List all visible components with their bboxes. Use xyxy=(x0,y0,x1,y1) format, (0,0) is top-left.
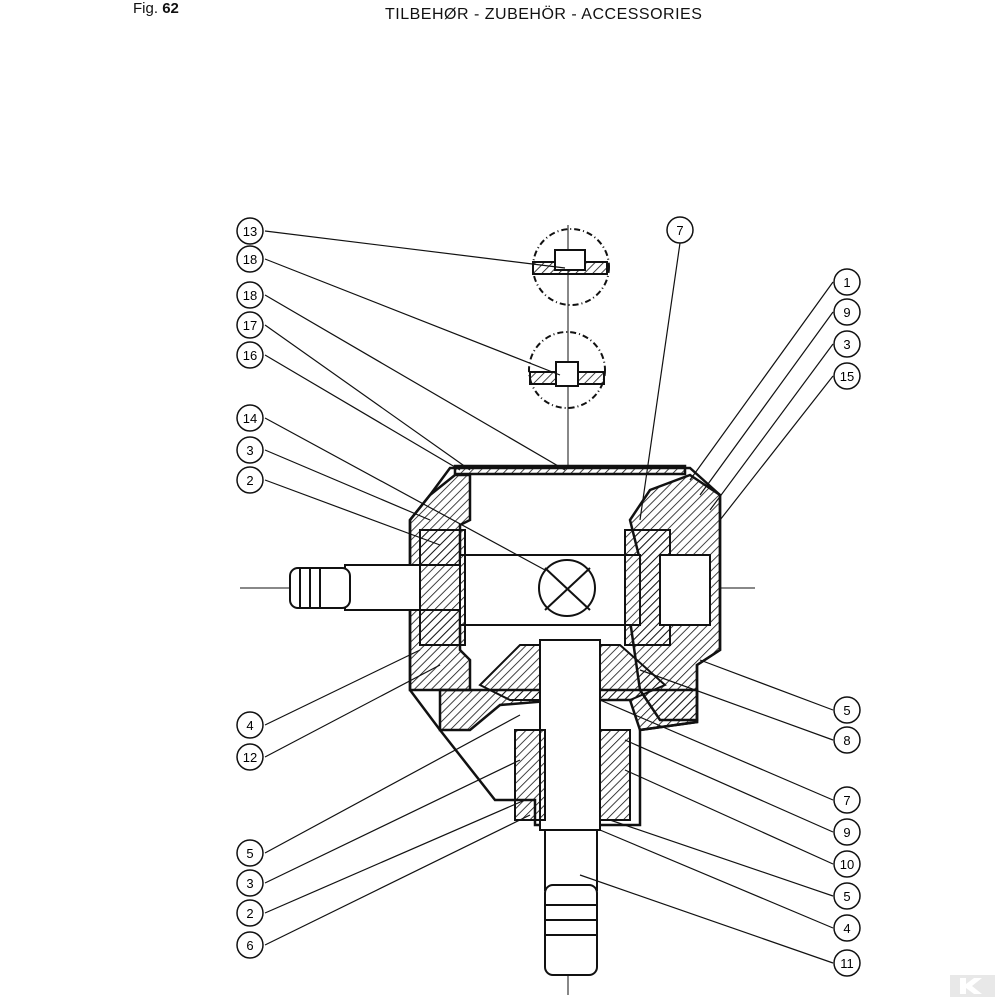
callout-4a: 4 xyxy=(236,711,264,739)
detail-circle-bottom xyxy=(528,331,606,409)
callout-14: 14 xyxy=(236,404,264,432)
svg-text:1: 1 xyxy=(843,275,850,290)
svg-text:2: 2 xyxy=(246,473,253,488)
svg-text:8: 8 xyxy=(843,733,850,748)
leader-lines-right xyxy=(579,242,834,964)
callout-6: 6 xyxy=(236,931,264,959)
svg-text:5: 5 xyxy=(843,889,850,904)
callout-3b: 3 xyxy=(236,869,264,897)
svg-text:9: 9 xyxy=(843,825,850,840)
output-shaft xyxy=(514,639,631,976)
svg-text:12: 12 xyxy=(243,750,257,765)
callout-3c: 3 xyxy=(833,330,861,358)
svg-text:10: 10 xyxy=(840,857,854,872)
callout-1: 1 xyxy=(833,268,861,296)
callout-9b: 9 xyxy=(833,818,861,846)
svg-text:11: 11 xyxy=(840,956,854,971)
callout-13: 13 xyxy=(236,217,264,245)
callout-10: 10 xyxy=(833,850,861,878)
svg-text:7: 7 xyxy=(676,223,683,238)
callout-7a: 7 xyxy=(666,216,694,244)
svg-text:4: 4 xyxy=(246,718,253,733)
callout-17: 17 xyxy=(236,311,264,339)
callout-2b: 2 xyxy=(236,899,264,927)
svg-text:16: 16 xyxy=(243,348,257,363)
callouts-right: 7 1 9 3 15 5 8 7 9 10 5 4 11 xyxy=(666,216,861,977)
callout-18a: 18 xyxy=(236,245,264,273)
svg-text:18: 18 xyxy=(243,252,257,267)
svg-text:18: 18 xyxy=(243,288,257,303)
callout-7b: 7 xyxy=(833,786,861,814)
svg-text:3: 3 xyxy=(843,337,850,352)
svg-text:14: 14 xyxy=(243,411,257,426)
callout-11: 11 xyxy=(833,949,861,977)
callout-2a: 2 xyxy=(236,466,264,494)
leader-lines-left xyxy=(264,230,566,946)
callout-5b: 5 xyxy=(833,696,861,724)
svg-text:15: 15 xyxy=(840,369,854,384)
page-title: TILBEHØR - ZUBEHÖR - ACCESSORIES xyxy=(385,6,703,23)
callout-12: 12 xyxy=(236,743,264,771)
callout-5a: 5 xyxy=(236,839,264,867)
callout-18b: 18 xyxy=(236,281,264,309)
callout-9a: 9 xyxy=(833,298,861,326)
svg-text:5: 5 xyxy=(843,703,850,718)
svg-text:3: 3 xyxy=(246,443,253,458)
callout-5c: 5 xyxy=(833,882,861,910)
input-shaft xyxy=(289,529,711,646)
callout-8: 8 xyxy=(833,726,861,754)
brand-logo xyxy=(950,975,995,997)
callout-15: 15 xyxy=(833,362,861,390)
detail-circle-top xyxy=(532,228,610,306)
svg-text:6: 6 xyxy=(246,938,253,953)
callout-16: 16 xyxy=(236,341,264,369)
figure-prefix: Fig. xyxy=(133,0,159,17)
svg-text:13: 13 xyxy=(243,224,257,239)
figure-number: 62 xyxy=(162,0,179,17)
svg-text:17: 17 xyxy=(243,318,257,333)
svg-text:5: 5 xyxy=(246,846,253,861)
svg-text:4: 4 xyxy=(843,921,850,936)
svg-text:9: 9 xyxy=(843,305,850,320)
callouts-left: 13 18 18 17 16 14 3 2 4 12 5 3 2 6 xyxy=(236,217,264,959)
callout-4b: 4 xyxy=(833,914,861,942)
callout-3a: 3 xyxy=(236,436,264,464)
svg-text:2: 2 xyxy=(246,906,253,921)
svg-text:3: 3 xyxy=(246,876,253,891)
figure-label: Fig. 62 xyxy=(133,0,179,17)
svg-text:7: 7 xyxy=(843,793,850,808)
